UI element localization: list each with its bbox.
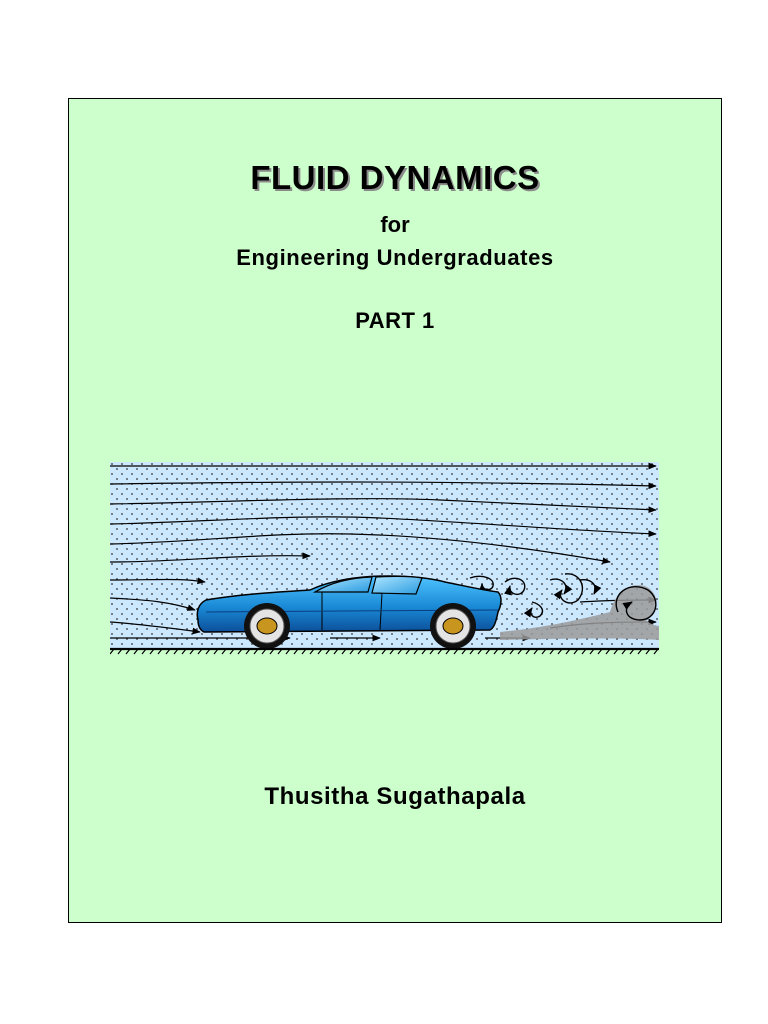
- book-cover: FLUID DYNAMICS for Engineering Undergrad…: [68, 98, 722, 923]
- wake-plume: [500, 585, 659, 640]
- car-windshield: [312, 576, 373, 593]
- book-title: FLUID DYNAMICS: [250, 159, 540, 196]
- streamline: [110, 621, 201, 635]
- author-name: Thusitha Sugathapala: [264, 783, 526, 810]
- car-airflow-illustration: [110, 462, 659, 655]
- streamline: [110, 577, 206, 585]
- book-subtitle: Engineering Undergraduates: [236, 245, 554, 270]
- streamline: [110, 597, 196, 611]
- wake-vortices: [469, 573, 602, 618]
- ground-hatching: [110, 648, 659, 655]
- part-label: PART 1: [355, 308, 435, 333]
- streamline: [110, 552, 311, 563]
- streamline: [110, 498, 657, 514]
- streamline: [110, 516, 657, 538]
- ground-surface: [110, 647, 659, 655]
- streamline: [110, 481, 657, 490]
- title-connector: for: [380, 212, 410, 237]
- front-wheel: [430, 603, 476, 649]
- rear-wheel: [244, 603, 290, 649]
- streamlines: [110, 462, 657, 642]
- car-side-window: [371, 575, 423, 595]
- streamline: [110, 533, 611, 565]
- sports-car: [196, 575, 502, 649]
- large-vortex: [615, 585, 657, 621]
